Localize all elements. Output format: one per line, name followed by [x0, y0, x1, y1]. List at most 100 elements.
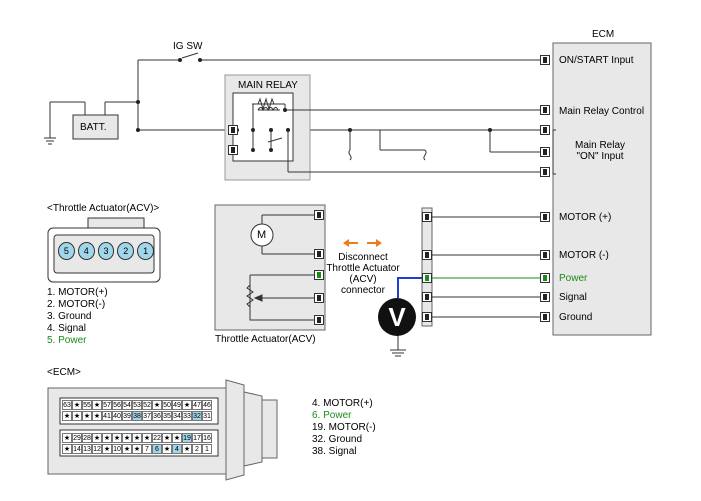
- ecm-pin-cell: ★: [132, 444, 142, 454]
- acv-pinout-item: 2. MOTOR(-): [47, 299, 106, 310]
- ecm-label-motor-plus: MOTOR (+): [559, 212, 612, 223]
- ecm-label-signal: Signal: [559, 292, 587, 303]
- ecm-pin-cell: 32: [192, 411, 202, 421]
- ecm-pin-cell: 47: [192, 400, 202, 410]
- ecm-pin-on-input-1: [540, 125, 550, 135]
- ecm-pin-on-start: [540, 55, 550, 65]
- ecm-pin-cell: 50: [162, 400, 172, 410]
- acv-pin-1: [314, 210, 324, 220]
- ecm-pin-cell: 36: [152, 411, 162, 421]
- harness-pin-2: [422, 250, 432, 260]
- ecm-pin-cell: ★: [72, 400, 82, 410]
- ecm-pinout-item: 32. Ground: [312, 434, 363, 445]
- ecm-label-ground: Ground: [559, 312, 593, 323]
- ecm-title: ECM: [592, 29, 615, 40]
- ecm-pinout-item: 6. Power: [312, 410, 352, 421]
- harness-pin-4: [422, 292, 432, 302]
- motor-symbol: M: [257, 229, 267, 241]
- ecm-pin-on-input-2: [540, 147, 550, 157]
- ecm-pin-cell: ★: [182, 444, 192, 454]
- ecm-heading: <ECM>: [47, 367, 81, 378]
- ecm-pin-cell: ★: [142, 433, 152, 443]
- ecm-pin-cell: 34: [172, 411, 182, 421]
- ecm-pin-cell: 35: [162, 411, 172, 421]
- harness-pin-3: [422, 312, 432, 322]
- ecm-pin-cell: 16: [202, 433, 212, 443]
- ecm-pin-cell: 49: [172, 400, 182, 410]
- ecm-pin-cell: 12: [92, 444, 102, 454]
- ecm-pin-cell: 55: [82, 400, 92, 410]
- ecm-pin-cell: 56: [112, 400, 122, 410]
- ecm-pin-cell: ★: [182, 400, 192, 410]
- acv-connector-pins: 5 4 3 2 1: [58, 242, 154, 266]
- ecm-pin-cell: 33: [182, 411, 192, 421]
- ecm-pin-cell: 39: [122, 411, 132, 421]
- ecm-pin-cell: 14: [72, 444, 82, 454]
- ecm-pin-cell: ★: [122, 433, 132, 443]
- ecm-pin-cell: 46: [202, 400, 212, 410]
- ecm-pin-cell: ★: [102, 433, 112, 443]
- acv-pin-5: [314, 270, 324, 280]
- ecm-pin-cell: 52: [142, 400, 152, 410]
- ecm-pin-cell: 19: [182, 433, 192, 443]
- ecm-pin-cell: ★: [172, 433, 182, 443]
- ecm-pin-cell: 4: [172, 444, 182, 454]
- ecm-label-motor-minus: MOTOR (-): [559, 250, 609, 261]
- ecm-pin-signal: [540, 292, 550, 302]
- ecm-pinout-item: 38. Signal: [312, 446, 357, 457]
- ecm-pin-on-input-3: [540, 167, 550, 177]
- ecm-pin-cell: ★: [102, 444, 112, 454]
- ecm-pin-cell: 41: [102, 411, 112, 421]
- ecm-pin-cell: 37: [142, 411, 152, 421]
- ecm-pin-cell: 29: [72, 433, 82, 443]
- ecm-pinout-item: 4. MOTOR(+): [312, 398, 373, 409]
- ecm-pin-cell: ★: [132, 433, 142, 443]
- ecm-pin-cell: 1: [202, 444, 212, 454]
- acv-pinout-item: 5. Power: [47, 335, 87, 346]
- ecm-pin-motor-minus: [540, 250, 550, 260]
- ecm-pin-cell: ★: [162, 433, 172, 443]
- ecm-pinout-list: 4. MOTOR(+) 6. Power 19. MOTOR(-) 32. Gr…: [312, 398, 376, 458]
- acv-pin-4: [314, 293, 324, 303]
- acv-connector-pin: 1: [137, 242, 154, 260]
- voltmeter: V: [378, 298, 416, 336]
- ecm-pin-cell: 6: [152, 444, 162, 454]
- ecm-pin-cell: 40: [112, 411, 122, 421]
- ecm-pin-cell: ★: [62, 433, 72, 443]
- ecm-pin-cell: 38: [132, 411, 142, 421]
- ig-switch-label: IG SW: [173, 41, 203, 52]
- acv-connector-pin: 2: [117, 242, 135, 260]
- battery-label: BATT.: [80, 122, 107, 133]
- ecm-pin-cell: 7: [142, 444, 152, 454]
- ecm-pin-cell: 22: [152, 433, 162, 443]
- ecm-pin-cell: 57: [102, 400, 112, 410]
- main-relay-label: MAIN RELAY: [238, 80, 298, 91]
- ecm-pin-cell: ★: [152, 400, 162, 410]
- ecm-pin-cell: ★: [112, 433, 122, 443]
- ecm-label-power: Power: [559, 273, 588, 284]
- ecm-pin-cell: 28: [82, 433, 92, 443]
- acv-pinout-list: 1. MOTOR(+) 2. MOTOR(-) 3. Ground 4. Sig…: [47, 287, 108, 347]
- ecm-pin-cell: 53: [132, 400, 142, 410]
- harness-pin-5: [422, 273, 432, 283]
- ecm-pin-cell: 31: [202, 411, 212, 421]
- ecm-pin-cell: ★: [162, 444, 172, 454]
- acv-connector-pin: 5: [58, 242, 75, 260]
- ecm-pin-cell: ★: [92, 400, 102, 410]
- ecm-pin-power: [540, 273, 550, 283]
- actuator-heading: <Throttle Actuator(ACV)>: [47, 203, 160, 214]
- ecm-label-main-relay-control: Main Relay Control: [559, 106, 645, 117]
- ecm-label-on-start: ON/START Input: [559, 55, 634, 66]
- ecm-pin-cell: 10: [112, 444, 122, 454]
- ecm-pin-cell: 17: [192, 433, 202, 443]
- acv-connector-pin: 3: [97, 242, 115, 260]
- acv-pin-2: [314, 249, 324, 259]
- harness-pin-1: [422, 212, 432, 222]
- ecm-pin-ground: [540, 312, 550, 322]
- actuator-caption: Throttle Actuator(ACV): [215, 334, 316, 345]
- ecm-pin-cell: ★: [92, 411, 102, 421]
